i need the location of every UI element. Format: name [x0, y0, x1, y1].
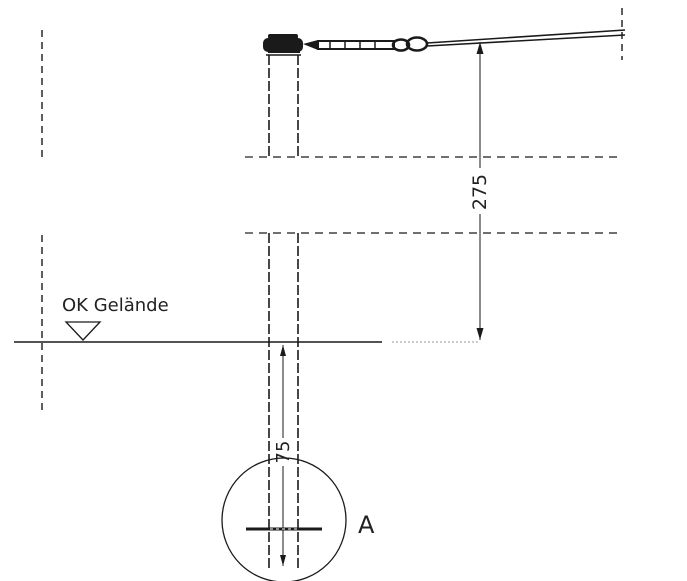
post-upper-segment — [266, 54, 301, 157]
dimension-embed-label: 75 — [273, 441, 294, 464]
embed-arrow-top — [280, 345, 286, 356]
dimension-height — [476, 42, 484, 340]
dimension-arrow-top — [476, 42, 484, 54]
dimension-height-label: 275 — [469, 174, 491, 210]
ground-level-label: OK Gelände — [62, 295, 169, 316]
post-head-fitting — [263, 34, 303, 53]
post-lower-segment — [268, 233, 299, 568]
turnbuckle-assembly — [303, 36, 429, 52]
dimension-arrow-bottom — [476, 328, 484, 340]
dimension-embed — [280, 345, 286, 566]
cable — [426, 29, 626, 47]
detail-circle — [221, 457, 347, 581]
embed-arrow-bottom — [280, 555, 286, 566]
ground-level-triangle — [64, 321, 102, 341]
detail-label: A — [358, 511, 375, 539]
